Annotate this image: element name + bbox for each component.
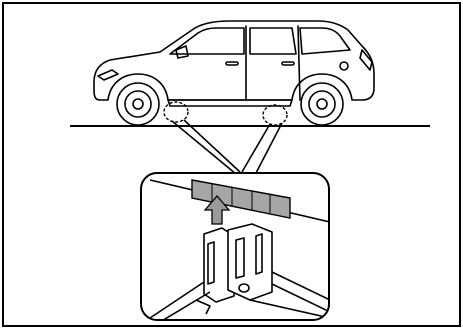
rear-wheel xyxy=(301,83,343,125)
headlamp xyxy=(98,70,118,80)
window-quarter xyxy=(300,28,350,54)
front-door-handle xyxy=(226,62,238,65)
front-jack-point-marker xyxy=(164,102,188,122)
tail-lamp xyxy=(360,50,372,70)
window-front xyxy=(170,28,244,54)
window-rear-door xyxy=(250,28,296,54)
callout-lines xyxy=(172,120,282,174)
front-hub xyxy=(133,99,143,109)
jack-under-pinch-weld-detail-icon xyxy=(141,173,330,322)
rear-hub xyxy=(317,99,327,109)
front-rim xyxy=(125,91,151,117)
suv-side-view-icon xyxy=(94,21,374,125)
rear-rim xyxy=(309,91,335,117)
jack-head xyxy=(204,224,272,302)
car-body-outline xyxy=(94,21,374,100)
rear-door-handle xyxy=(282,62,294,65)
rocker-panel xyxy=(168,100,292,106)
front-wheel xyxy=(117,83,159,125)
c-pillar xyxy=(298,26,300,100)
fuel-door xyxy=(340,62,348,70)
rear-jack-point-marker xyxy=(263,105,287,125)
